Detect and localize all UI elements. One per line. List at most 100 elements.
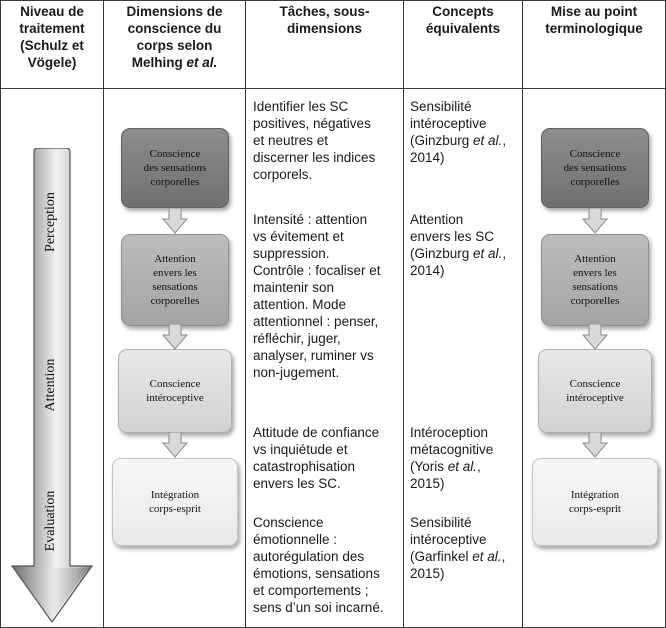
task-line: sens d’un soi incarné. [253,600,384,615]
box-line: Intégration [150,489,200,501]
concept-line: (Ginzburg et al., [410,245,522,262]
header-equivalent-concepts: Concepts équivalents [404,3,522,37]
level-label-evaluation: Evaluation [43,490,58,552]
column-divider-3 [403,0,404,628]
concept-line: intéroceptive [410,116,487,131]
header-line: corps selon [136,38,213,53]
box-line: Conscience [569,148,621,160]
box-text: Attention envers les sensations corporel… [151,252,200,308]
task-line: maintenir son [253,280,335,295]
concept-attention-sc: Attention envers les SC (Ginzburg et al.… [410,211,522,279]
concept-line: intéroceptive [410,532,487,547]
tasks-attention: Intensité : attention vs évitement et su… [253,211,403,381]
tasks-perception: Identifier les SC positives, négatives e… [253,98,403,183]
box-line: Conscience [149,148,201,160]
task-line: autorégulation des [253,549,365,564]
box-line: corporelles [570,295,620,307]
box-text: Conscience intéroceptive [146,377,203,405]
box-line: envers les [153,267,197,279]
concept-metacognitive-interoception: Intéroception métacognitive (Yoris et al… [410,424,522,492]
concept-line: 2015) [410,566,445,581]
task-line: vs évitement et [253,229,344,244]
mehling-box-attention-sensations: Attention envers les sensations corporel… [121,234,229,326]
mehling-box-body-mind-integration: Intégration corps-esprit [112,458,238,546]
task-line: Intensité : attention [253,212,368,227]
tasks-evaluation: Attitude de confiance vs inquiétude et c… [253,424,403,492]
column-divider-4 [522,0,523,628]
citation-et-al: et al. [472,549,502,564]
header-line: terminologique [545,21,643,36]
concept-line: Sensibilité [410,99,472,114]
box-line: intéroceptive [566,392,624,404]
task-line: suppression. [253,246,330,261]
box-line: intéroceptive [146,392,204,404]
table-border-top [0,0,666,1]
task-line: corporels. [253,167,313,182]
task-line: catastrophisation [253,459,356,474]
box-line: Attention [574,253,616,265]
task-line: attention. Mode [253,297,347,312]
down-arrow-icon [582,324,608,350]
citation-author: (Yoris [410,459,448,474]
down-arrow-icon [162,432,188,458]
header-line: Dimensions de [126,4,223,19]
task-line: Contrôle : focaliser et [253,263,381,278]
header-line: Melhing et al. [104,54,245,71]
header-line: conscience du [127,21,222,36]
box-line: envers les [573,267,617,279]
down-arrow-icon [162,324,188,350]
header-line: Mise au point [550,4,638,19]
task-line: positives, négatives [253,116,371,131]
concept-interoceptive-sensitivity: Sensibilité intéroceptive (Ginzburg et a… [410,98,522,166]
header-line: (Schulz et [20,38,84,53]
header-line: Tâches, sous- [279,4,370,19]
box-line: Conscience [149,378,201,390]
concept-interoceptive-sensitivity-2: Sensibilité intéroceptive (Garfinkel et … [410,514,522,582]
box-line: corporelles [150,176,200,188]
header-line: équivalents [425,21,501,36]
citation-comma: , [502,246,507,261]
task-line: analyser, ruminer vs [253,348,374,363]
down-arrow-icon [582,432,608,458]
task-line: et comportements ; [253,583,369,598]
box-line: corps-esprit [149,503,201,515]
box-text: Intégration corps-esprit [149,488,201,516]
terminology-box-interoceptive-awareness: Conscience intéroceptive [538,349,652,433]
level-label-attention: Attention [43,358,58,412]
concept-line: Sensibilité [410,515,472,530]
header-processing-level: Niveau de traitement (Schulz et Vögele) [0,3,104,71]
citation-et-al: et al. [473,133,503,148]
box-line: des sensations [143,162,207,174]
concept-line: (Yoris et al., [410,458,522,475]
concept-line: métacognitive [410,442,494,457]
task-line: émotions, sensations [253,566,380,581]
citation-comma: , [502,133,507,148]
processing-level-arrow-icon [10,148,94,624]
citation-comma: , [477,459,481,474]
concept-line: (Garfinkel et al., [410,548,522,565]
citation-author: (Ginzburg [410,246,474,261]
terminology-box-body-sensations: Conscience des sensations corporelles [541,128,649,208]
box-line: Conscience [569,378,621,390]
header-line: Concepts [432,4,494,19]
box-line: Intégration [570,489,620,501]
task-line: non-jugement. [253,365,340,380]
citation-author: (Ginzburg [410,133,474,148]
column-divider-1 [103,0,104,628]
concept-line: 2014) [410,150,445,165]
task-line: vs inquiétude et [253,442,348,457]
box-line: corps-esprit [569,503,621,515]
concept-line: Attention [410,212,464,227]
citation-comma: , [501,549,506,564]
header-line: dimensions [286,21,362,36]
down-arrow-icon [582,208,608,234]
task-line: Attitude de confiance [253,425,380,440]
header-tasks: Tâches, sous- dimensions [246,3,403,37]
task-line: Conscience [253,515,324,530]
task-line: réfléchir, juger, [253,331,341,346]
level-label-perception: Perception [43,192,58,252]
task-line: et neutres et [253,133,329,148]
box-line: sensations [152,281,198,293]
box-text: Conscience des sensations corporelles [144,147,207,189]
